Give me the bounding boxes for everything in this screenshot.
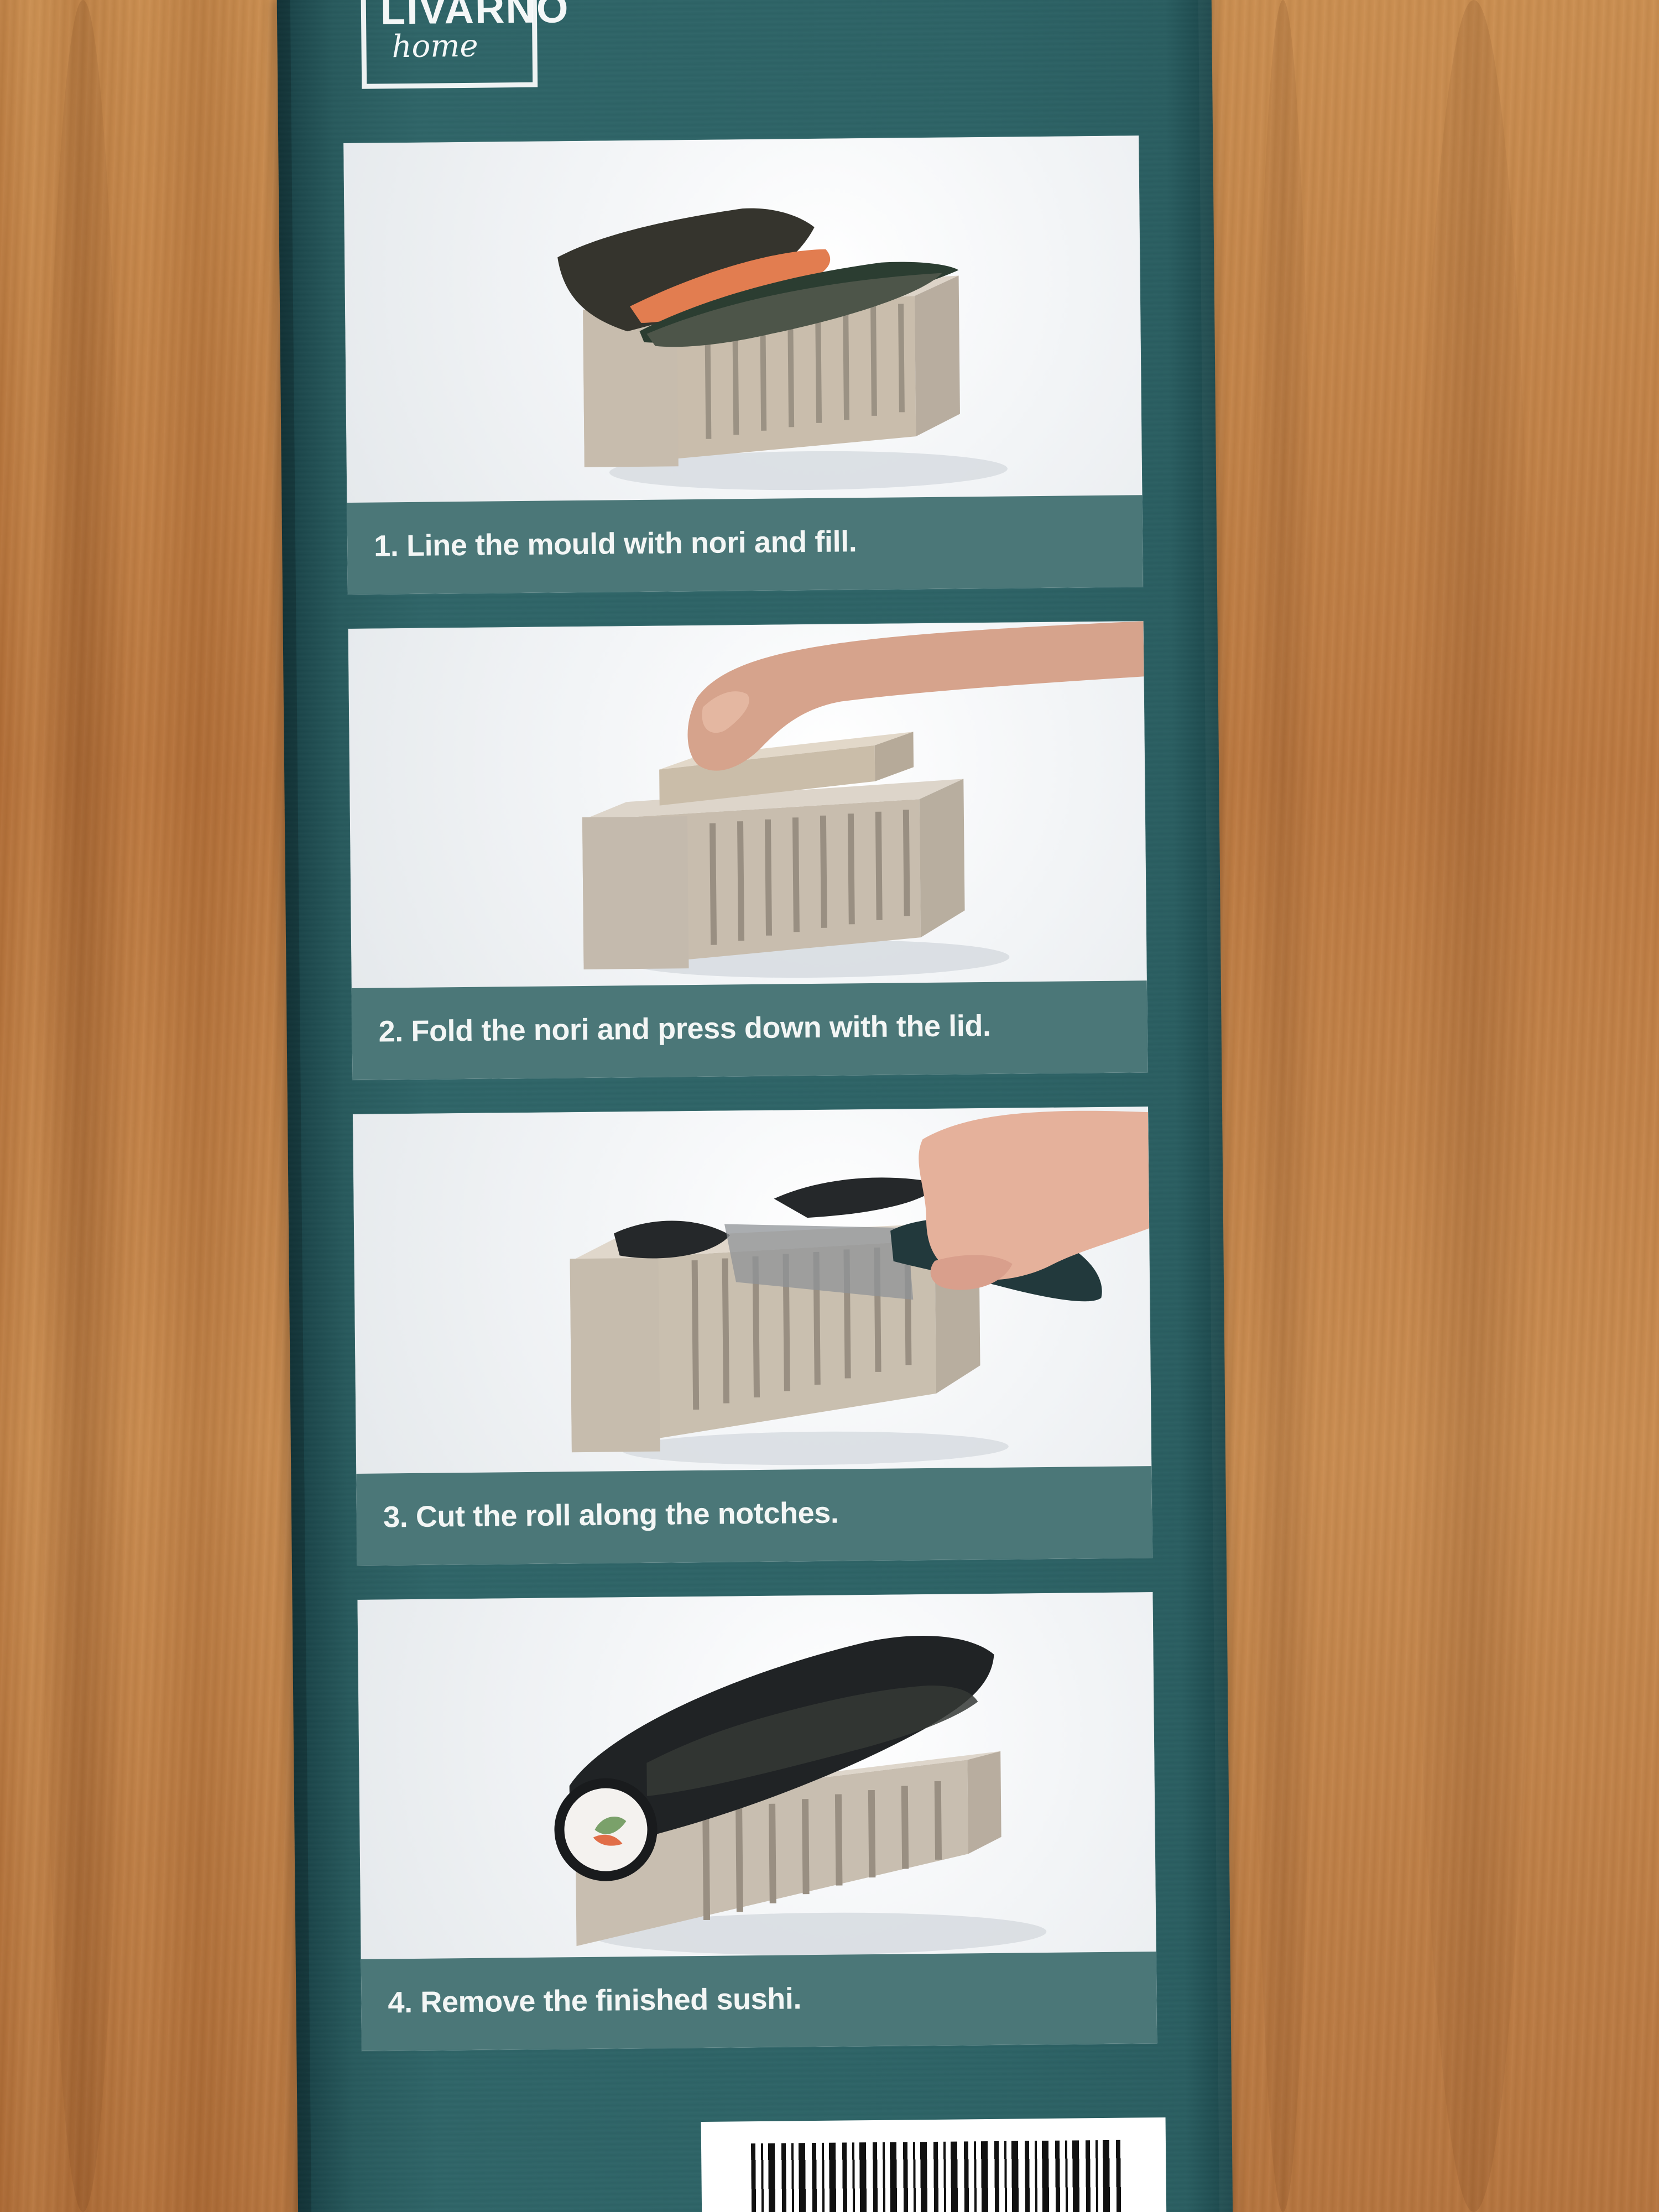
instruction-step-2: 2. Fold the nori and press down with the…	[348, 621, 1148, 1080]
brand-name: LIVARNO	[380, 0, 570, 33]
brand-subbrand: home	[392, 28, 478, 65]
step-4-caption: 4. Remove the finished sushi.	[388, 1982, 802, 2020]
step-2-caption-bar: 2. Fold the nori and press down with the…	[351, 980, 1148, 1080]
step-4-caption-bar: 4. Remove the finished sushi.	[361, 1952, 1157, 2051]
wood-grain-stripe	[1250, 0, 1316, 2212]
brand-logo: LIVARNO home	[361, 0, 570, 89]
step-2-photo	[348, 621, 1147, 988]
step-3-photo	[353, 1107, 1152, 1474]
wood-grain-stripe	[1410, 0, 1537, 2212]
step-4-illustration	[554, 1635, 1047, 1955]
barcode	[701, 2117, 1167, 2212]
box-left-edge	[276, 0, 312, 2212]
step-1-caption: 1. Line the mould with nori and fill.	[373, 525, 857, 563]
instruction-step-4: 4. Remove the finished sushi.	[357, 1592, 1157, 2051]
instruction-step-1: 1. Line the mould with nori and fill.	[343, 135, 1143, 595]
step-3-illustration	[570, 1110, 1150, 1465]
step-2-caption: 2. Fold the nori and press down with the…	[378, 1009, 991, 1048]
step-1-photo	[343, 135, 1142, 503]
sushi-maker-box-panel: LIVARNO home	[276, 0, 1233, 2212]
step-2-illustration	[582, 621, 1144, 978]
instruction-step-3: 3. Cut the roll along the notches.	[353, 1107, 1152, 1566]
step-4-photo	[357, 1592, 1156, 1959]
box-right-edge	[1198, 0, 1233, 2212]
step-3-caption: 3. Cut the roll along the notches.	[383, 1496, 839, 1534]
wood-grain-stripe	[39, 0, 127, 2212]
step-1-caption-bar: 1. Line the mould with nori and fill.	[347, 495, 1143, 595]
step-1-illustration	[557, 208, 1008, 491]
step-3-caption-bar: 3. Cut the roll along the notches.	[356, 1466, 1152, 1566]
barcode-bars	[750, 2140, 1123, 2212]
